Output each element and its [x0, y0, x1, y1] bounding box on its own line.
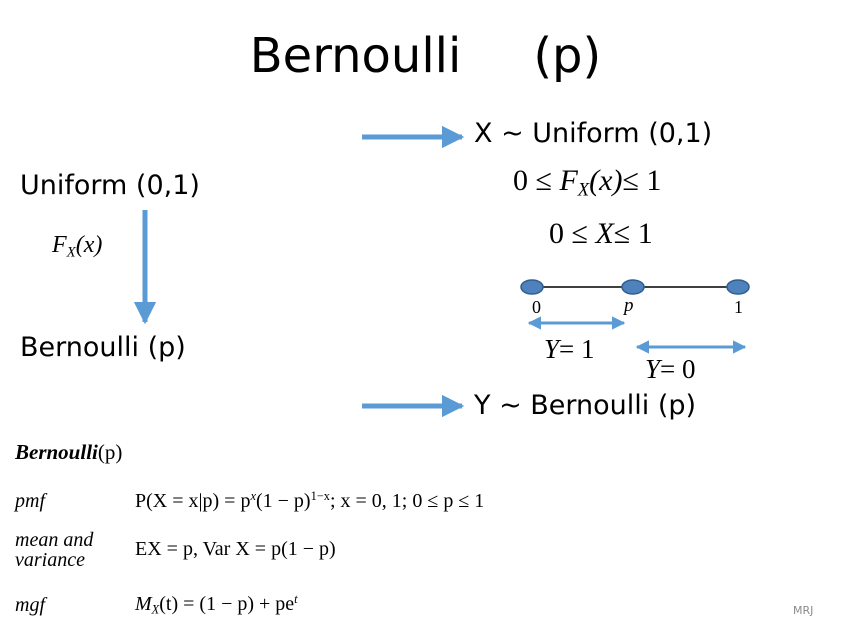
title-param: (p): [533, 28, 602, 84]
node-1: [726, 279, 750, 295]
transform-label: FX(x): [52, 232, 103, 261]
mgf-formula: MX(t) = (1 − p) + pet: [135, 592, 298, 617]
title-main: Bernoulli: [249, 28, 462, 84]
mean-variance-label: mean and variance: [15, 529, 94, 571]
tick-label-p: p: [624, 295, 634, 316]
right-bernoulli-label: Y ~ Bernoulli (p): [474, 390, 697, 421]
tick-label-1: 1: [734, 297, 743, 317]
inequality-fx: 0 ≤ FX(x)≤ 1: [513, 164, 662, 201]
y-equals-0-label: Y= 0: [645, 354, 696, 384]
mean-variance-formula: EX = p, Var X = p(1 − p): [135, 538, 336, 560]
node-p: [621, 279, 645, 295]
footer-tag: MRJ: [793, 604, 814, 617]
y-equals-1-label: Y= 1: [544, 334, 595, 364]
left-uniform-label: Uniform (0,1): [20, 170, 200, 201]
reference-title: Bernoulli(p): [15, 440, 123, 464]
pmf-formula: P(X = x|p) = px(1 − p)1−x; x = 0, 1; 0 ≤…: [135, 489, 485, 512]
inequality-x: 0 ≤ X≤ 1: [549, 217, 653, 250]
node-0: [520, 279, 544, 295]
slide-title: Bernoulli (p): [0, 28, 851, 84]
mgf-label: mgf: [15, 594, 45, 616]
tick-label-0: 0: [532, 297, 541, 317]
left-bernoulli-label: Bernoulli (p): [20, 332, 186, 363]
right-uniform-label: X ~ Uniform (0,1): [474, 118, 713, 149]
pmf-label: pmf: [15, 490, 45, 512]
